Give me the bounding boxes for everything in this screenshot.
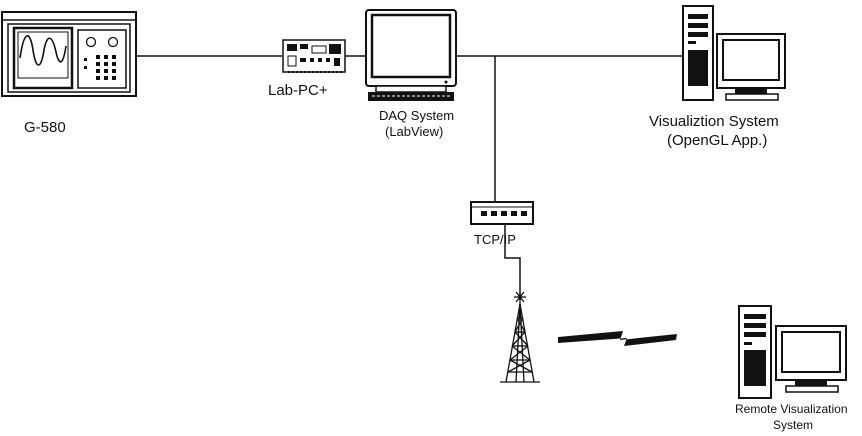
visualization-label-line2: (OpenGL App.)	[667, 132, 767, 149]
antenna-tower-icon	[500, 291, 540, 383]
router-icon	[470, 201, 534, 225]
visualization-computer-icon	[682, 5, 786, 101]
keyboard-icon	[368, 92, 454, 101]
lab-pc-label: Lab-PC+	[268, 82, 328, 99]
lab-pc-card-icon	[282, 39, 346, 73]
remote-label-line2: System	[773, 418, 813, 432]
g580-label: G-580	[24, 119, 66, 136]
wireless-link-icon	[558, 331, 677, 346]
remote-label-line1: Remote Visualization	[735, 402, 848, 416]
tcpip-label: TCP/IP	[474, 232, 516, 247]
daq-label-line1: DAQ System	[379, 108, 454, 123]
link-router-tower	[504, 224, 521, 300]
remote-computer-icon	[738, 305, 847, 399]
g580-instrument-icon	[1, 11, 137, 97]
daq-label-line2: (LabView)	[385, 124, 443, 139]
daq-computer-icon	[365, 9, 457, 101]
visualization-label-line1: Visualiztion System	[649, 113, 779, 130]
connections	[133, 55, 688, 300]
